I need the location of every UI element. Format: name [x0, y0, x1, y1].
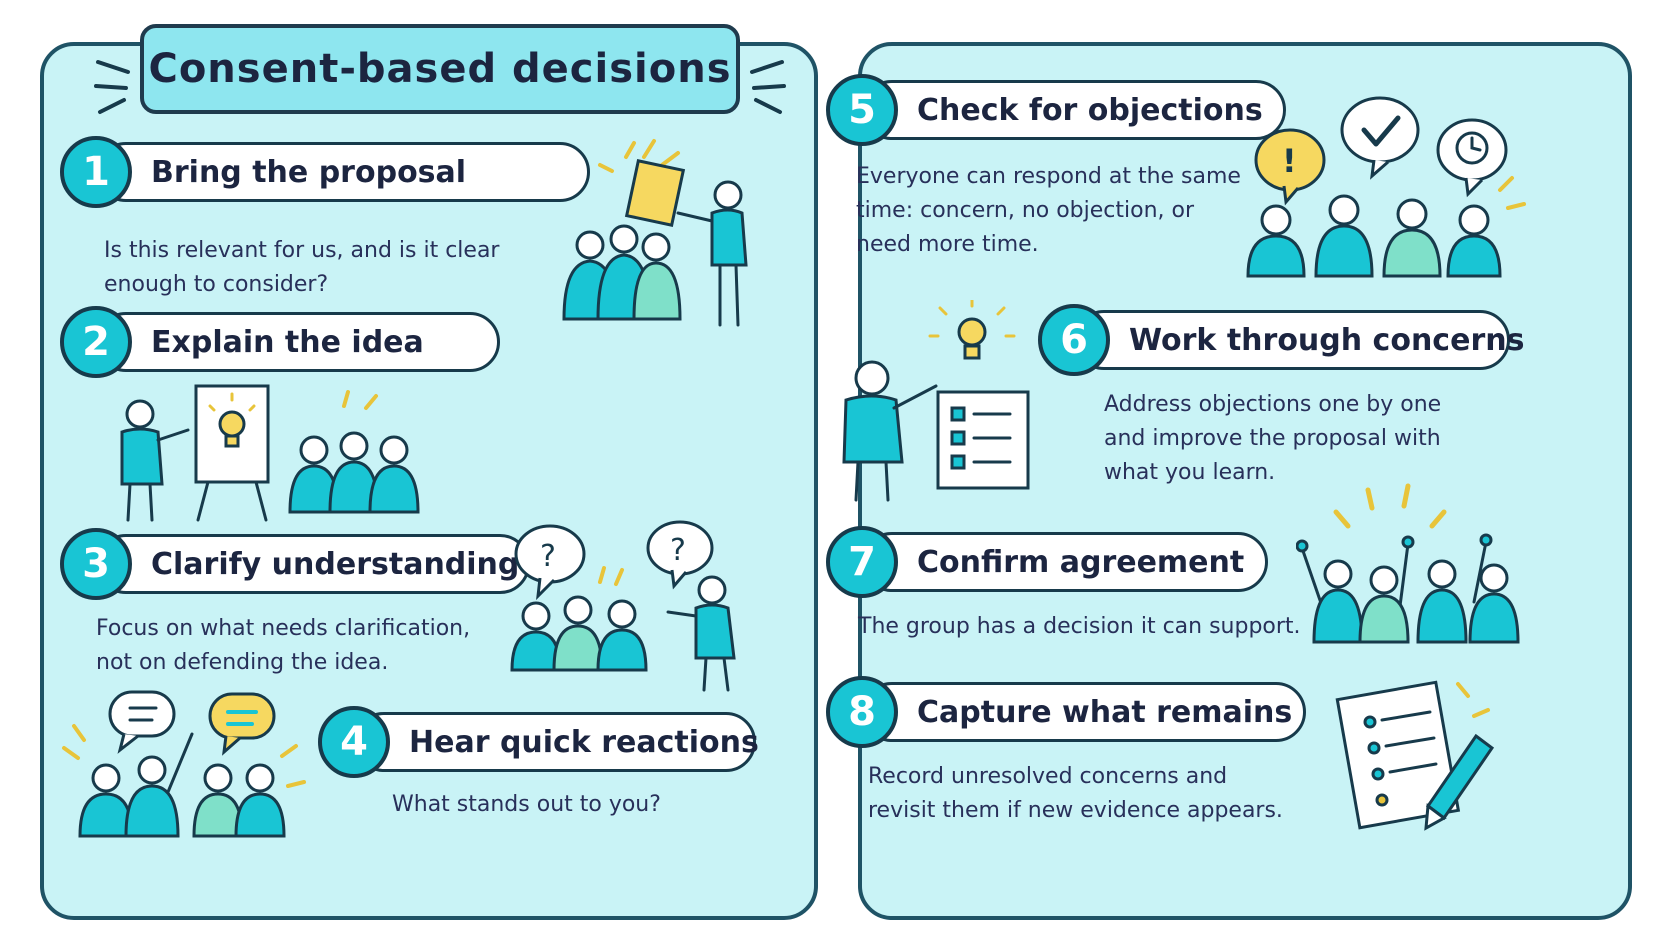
step-2-label: Explain the idea: [151, 324, 424, 360]
step-8-label: Capture what remains: [917, 694, 1293, 730]
step-6-badge: 6: [1038, 304, 1110, 376]
checklist-presenter-illustration: [842, 300, 1030, 502]
page-title: Consent-based decisions: [148, 46, 732, 92]
step-1-desc: Is this relevant for us, and is it clear…: [104, 234, 499, 302]
flipchart-presenter-illustration: [120, 384, 420, 522]
step-7-badge: 7: [826, 526, 898, 598]
step-4-label: Hear quick reactions: [409, 724, 759, 760]
title-banner: Consent-based decisions: [140, 24, 740, 114]
step-1-desc-line: enough to consider?: [104, 272, 329, 297]
step-4-desc-line: What stands out to you?: [392, 792, 661, 817]
reactions-illustration: [62, 690, 306, 838]
step-8-desc-line: Record unresolved concerns and: [868, 764, 1228, 789]
step-3-badge: 3: [60, 528, 132, 600]
document-pen-icon: [1335, 680, 1495, 831]
responses-illustration: !: [1246, 96, 1526, 278]
title-sparkle-icon: [750, 60, 786, 114]
step-5-desc-line: time: concern, no objection, or: [856, 198, 1195, 223]
step-3-label: Clarify understanding: [151, 546, 520, 582]
step-2-pill: Explain the idea: [96, 312, 500, 372]
step-5-desc-line: need more time.: [856, 232, 1039, 257]
step-5-pill: Check for objections: [862, 80, 1286, 140]
step-4-desc: What stands out to you?: [392, 788, 661, 822]
step-6-desc-line: what you learn.: [1104, 460, 1276, 485]
check-icon: [1361, 115, 1401, 147]
step-7-desc: The group has a decision it can support.: [858, 610, 1301, 644]
step-7-desc-line: The group has a decision it can support.: [858, 614, 1301, 639]
step-3-desc-line: Focus on what needs clarification,: [96, 616, 471, 641]
presenter-paper-illustration: [562, 139, 748, 327]
step-5-desc: Everyone can respond at the same time: c…: [856, 160, 1241, 262]
step-1-desc-line: Is this relevant for us, and is it clear: [104, 238, 500, 263]
step-1-badge: 1: [60, 136, 132, 208]
step-5-desc-line: Everyone can respond at the same: [856, 164, 1241, 189]
celebration-illustration: [1296, 483, 1520, 644]
step-6-label: Work through concerns: [1129, 322, 1525, 358]
step-5-badge: 5: [826, 74, 898, 146]
step-6-desc-line: Address objections one by one: [1104, 392, 1442, 417]
step-6-pill: Work through concerns: [1074, 310, 1524, 370]
step-3-desc: Focus on what needs clarification, not o…: [96, 612, 470, 680]
step-3-desc-line: not on defending the idea.: [96, 650, 389, 675]
step-8-badge: 8: [826, 676, 898, 748]
step-5-label: Check for objections: [917, 92, 1263, 128]
step-2-badge: 2: [60, 306, 132, 378]
step-3-pill: Clarify understanding: [96, 534, 530, 594]
step-6-desc-line: and improve the proposal with: [1104, 426, 1441, 451]
question-mark-icon: ?: [540, 539, 556, 574]
step-1-label: Bring the proposal: [151, 154, 467, 190]
step-8-desc: Record unresolved concerns and revisit t…: [868, 760, 1283, 828]
title-sparkle-icon: [94, 60, 130, 114]
question-group-illustration: ? ?: [510, 520, 736, 692]
step-7-label: Confirm agreement: [917, 544, 1245, 580]
step-4-pill: Hear quick reactions: [354, 712, 759, 772]
step-4-badge: 4: [318, 706, 390, 778]
step-6-desc: Address objections one by one and improv…: [1104, 388, 1441, 490]
step-7-pill: Confirm agreement: [862, 532, 1268, 592]
step-8-desc-line: revisit them if new evidence appears.: [868, 798, 1283, 823]
question-mark-icon: ?: [670, 533, 686, 568]
step-8-pill: Capture what remains: [862, 682, 1306, 742]
exclamation-icon: !: [1282, 142, 1297, 180]
step-1-pill: Bring the proposal: [96, 142, 590, 202]
